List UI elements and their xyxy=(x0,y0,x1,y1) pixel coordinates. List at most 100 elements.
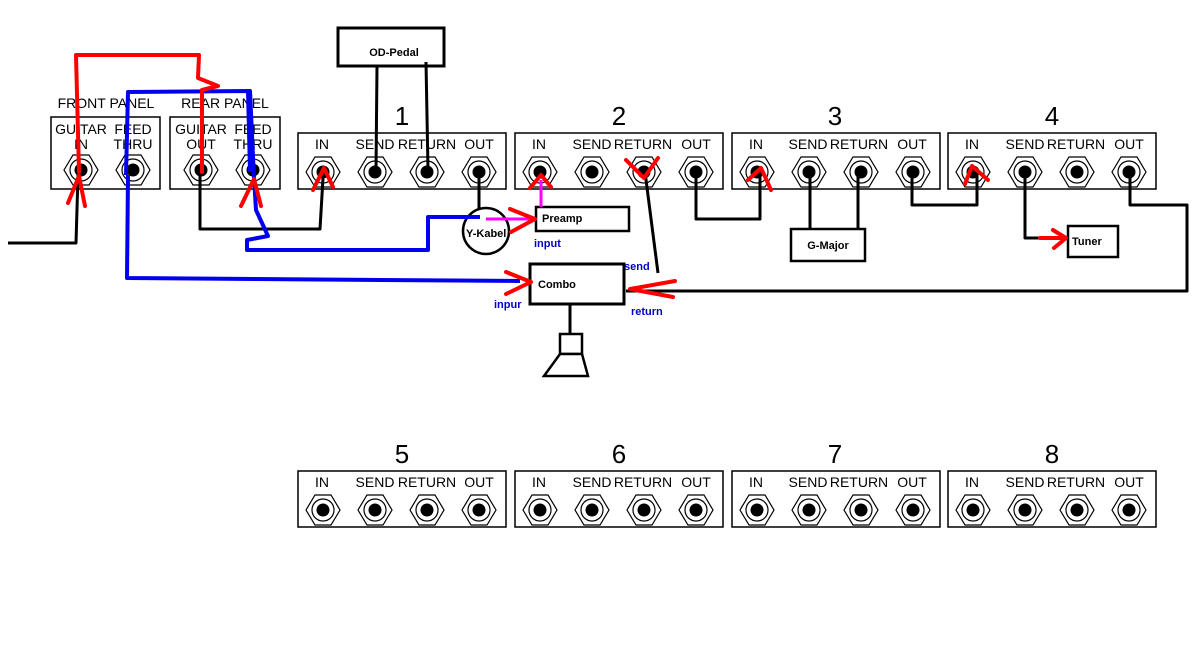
y-kabel: Y-Kabel xyxy=(461,206,511,256)
loop-jack-label: OUT xyxy=(1114,136,1144,152)
loop-jack-label: SEND xyxy=(1006,474,1045,490)
od-pedal-label: OD-Pedal xyxy=(369,47,419,59)
magenta-cables xyxy=(486,180,543,221)
jack-socket-icon xyxy=(739,494,775,526)
cable-input-to-guitar-in xyxy=(8,174,80,245)
cable-od-pedal-return xyxy=(424,61,430,171)
loop-jack-label: SEND xyxy=(356,474,395,490)
loop-4: 4 IN SEND RETURN OUT xyxy=(947,101,1157,190)
loop-jack-label: SEND xyxy=(573,136,612,152)
jack-socket-icon xyxy=(843,494,879,526)
loop-jack-label: IN xyxy=(749,474,763,490)
arrow-head xyxy=(66,174,87,208)
arrow-head xyxy=(508,207,537,234)
cable-loop2-out-to-loop3-in xyxy=(694,172,762,221)
loop-jack-label: RETURN xyxy=(1047,136,1105,152)
jack-socket-icon xyxy=(1007,494,1043,526)
loop-jack-label: RETURN xyxy=(398,474,456,490)
cable-guitar-in-to-rear-guitar-out xyxy=(74,53,220,174)
black-cables xyxy=(8,61,1189,293)
loop-jack-label: RETURN xyxy=(830,474,888,490)
loop-jack-label: IN xyxy=(315,474,329,490)
combo-return-annotation: return xyxy=(631,306,663,318)
loop-jack-label: OUT xyxy=(897,474,927,490)
combo-send-annotation: send xyxy=(624,261,650,273)
jack-socket-icon xyxy=(626,494,662,526)
loop-7: 7 IN SEND RETURN OUT xyxy=(731,439,941,528)
tuner: Tuner xyxy=(1066,224,1120,259)
arrow-head xyxy=(628,279,677,299)
cable-od-pedal-send xyxy=(374,65,379,171)
jack-socket-icon xyxy=(1059,494,1095,526)
loop-jack-label: SEND xyxy=(573,474,612,490)
loop-jack-label: OUT xyxy=(681,474,711,490)
y-kabel-label: Y-Kabel xyxy=(466,228,506,240)
jack-socket-icon xyxy=(461,494,497,526)
loop-number: 8 xyxy=(1045,439,1059,469)
loop-jack-label: RETURN xyxy=(614,474,672,490)
loop-jack-label: SEND xyxy=(789,136,828,152)
loop-6: 6 IN SEND RETURN OUT xyxy=(514,439,724,528)
loop-3: 3 IN SEND RETURN OUT xyxy=(731,101,941,190)
red-cables xyxy=(66,53,1068,299)
combo: Combo xyxy=(528,262,626,306)
loop-jack-label: IN xyxy=(965,136,979,152)
jack-socket-icon xyxy=(409,156,445,188)
jack-socket-icon xyxy=(574,494,610,526)
loop-jack-label: IN xyxy=(532,474,546,490)
loop-number: 3 xyxy=(828,101,842,131)
jack-socket-icon xyxy=(1059,156,1095,188)
jack-socket-icon xyxy=(522,494,558,526)
preamp-input-annotation: input xyxy=(534,238,561,250)
loop-jack-label: SEND xyxy=(1006,136,1045,152)
combo-label: Combo xyxy=(538,279,576,291)
front-guitar-label-1: GUITAR xyxy=(55,121,107,137)
loop-jack-label: RETURN xyxy=(614,136,672,152)
cable-rear-feed-to-ykabel xyxy=(245,177,480,252)
front-feed-label-2: THRU xyxy=(114,136,153,152)
g-major-label: G-Major xyxy=(807,240,849,252)
loop-jack-label: OUT xyxy=(464,474,494,490)
loop-number: 4 xyxy=(1045,101,1059,131)
blue-cables xyxy=(124,89,521,283)
jack-sockets xyxy=(63,154,1147,526)
loop-jack-label: RETURN xyxy=(830,136,888,152)
loop-jack-label: OUT xyxy=(681,136,711,152)
speaker-icon xyxy=(541,304,590,378)
loop-jack-label: IN xyxy=(315,136,329,152)
loop-jack-label: OUT xyxy=(897,136,927,152)
loop-5: 5 IN SEND RETURN OUT xyxy=(297,439,507,528)
arrow-head xyxy=(528,173,553,190)
loop-number: 6 xyxy=(612,439,626,469)
loop-jack-label: IN xyxy=(965,474,979,490)
front-feed-label-1: FEED xyxy=(114,121,151,137)
jack-socket-icon xyxy=(305,494,341,526)
loop-jack-label: IN xyxy=(532,136,546,152)
cable-front-feed-to-combo-input xyxy=(125,174,521,283)
loop-jack-label: OUT xyxy=(464,136,494,152)
arrow-head xyxy=(504,270,533,296)
loop-number: 1 xyxy=(395,101,409,131)
front-guitar-label-2: IN xyxy=(74,136,88,152)
loop-number: 7 xyxy=(828,439,842,469)
jack-socket-icon xyxy=(895,494,931,526)
arrow-head xyxy=(746,166,773,192)
jack-socket-icon xyxy=(678,494,714,526)
g-major: G-Major xyxy=(789,227,867,263)
arrow-head xyxy=(239,177,263,208)
preamp: Preamp xyxy=(534,205,631,233)
jack-socket-icon xyxy=(574,156,610,188)
jack-socket-icon xyxy=(357,494,393,526)
jack-socket-icon xyxy=(409,494,445,526)
loop-jack-label: RETURN xyxy=(1047,474,1105,490)
loop-number: 2 xyxy=(612,101,626,131)
jack-socket-icon xyxy=(843,156,879,188)
arrow-head xyxy=(311,166,335,192)
jack-socket-icon xyxy=(115,154,151,186)
loop-8: 8 IN SEND RETURN OUT xyxy=(947,439,1157,528)
cable-loop4-out-to-combo-return xyxy=(626,172,1189,293)
jack-socket-icon xyxy=(1111,494,1147,526)
jack-socket-icon xyxy=(955,494,991,526)
tuner-label: Tuner xyxy=(1072,236,1102,248)
